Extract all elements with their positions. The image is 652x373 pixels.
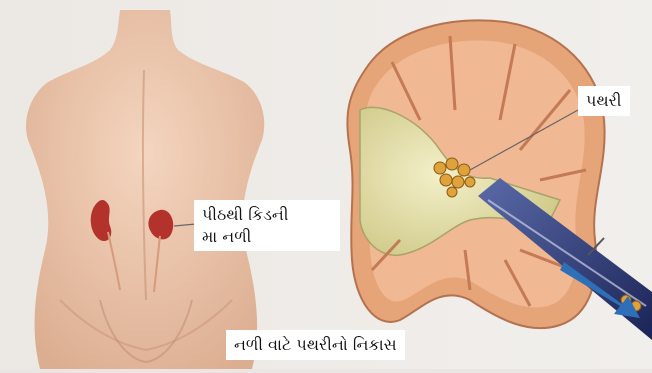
kidney-cross-section bbox=[347, 20, 604, 328]
back-kidney-label-line1: પીઠથી કિડની bbox=[202, 204, 332, 226]
stone-label: પથરી bbox=[578, 86, 630, 116]
back-kidney-label: પીઠથી કિડની મા નળી bbox=[194, 200, 340, 251]
stone-label-text: પથરી bbox=[586, 91, 622, 110]
caption-label: નળી વાટે પથરીનો નિકાસ bbox=[226, 330, 405, 360]
back-kidney-label-line2: મા નળી bbox=[202, 226, 332, 248]
caption-text: નળી વાટે પથરીનો નિકાસ bbox=[234, 335, 397, 354]
